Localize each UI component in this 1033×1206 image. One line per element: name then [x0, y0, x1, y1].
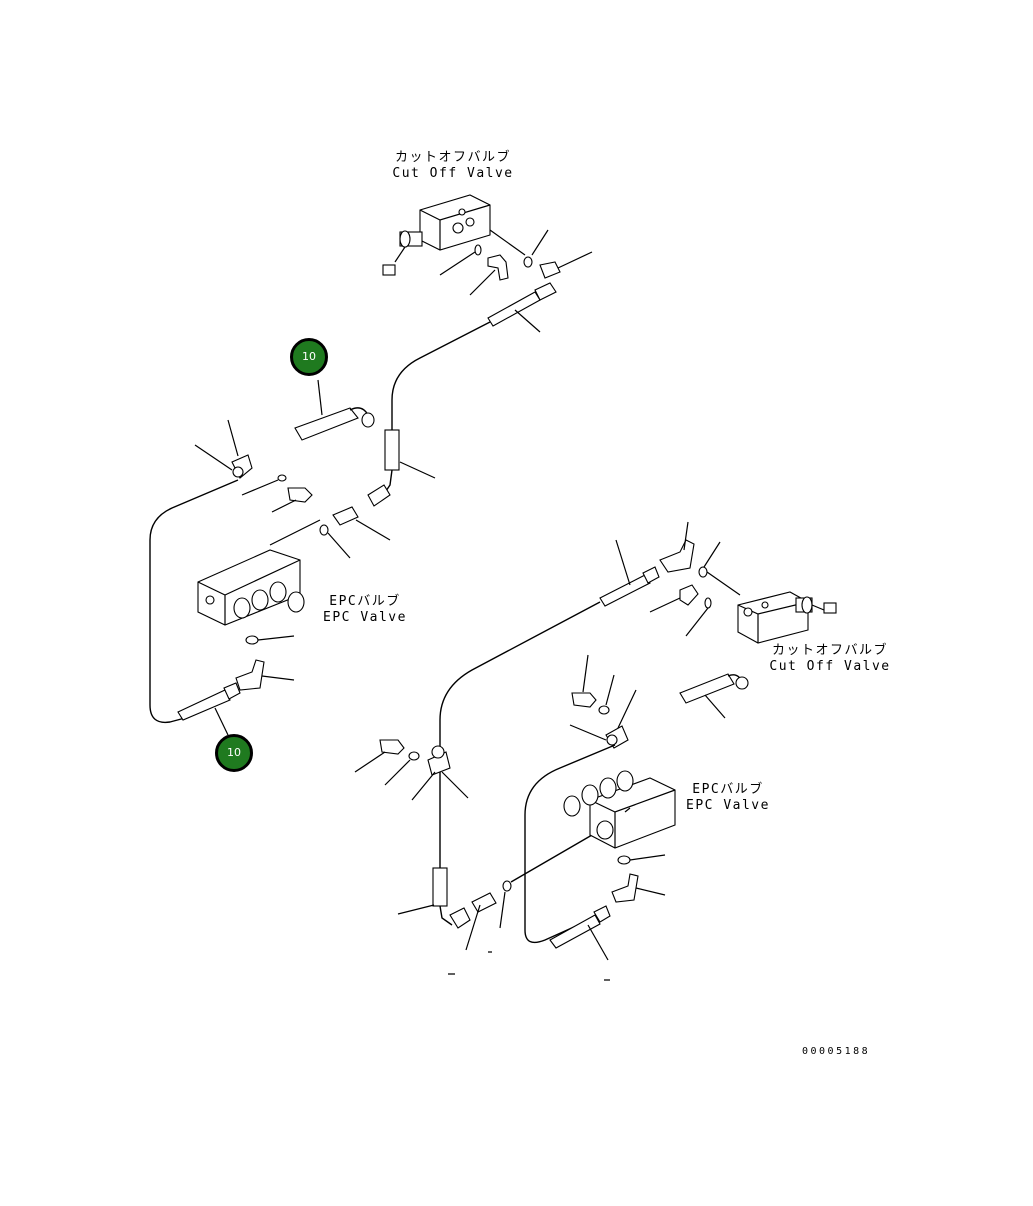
epc-valve-left-label: EPCバルブ EPC Valve: [315, 594, 415, 626]
washer[interactable]: [277, 474, 287, 482]
bolt[interactable]: [287, 487, 313, 503]
hose-right-long[interactable]: [439, 601, 601, 870]
hose-left-loop[interactable]: [149, 479, 239, 724]
o-ring[interactable]: [523, 256, 533, 268]
epc-valve-left-label-en: EPC Valve: [323, 610, 407, 625]
epc-valve-left[interactable]: [197, 519, 321, 626]
hose-fitting[interactable]: [177, 689, 231, 721]
cutoff-valve-right[interactable]: [737, 591, 837, 644]
callout-number: 10: [302, 350, 316, 363]
hose-fitting[interactable]: [487, 291, 541, 327]
bolt[interactable]: [571, 692, 597, 708]
hose-right-loop[interactable]: [524, 744, 616, 944]
o-ring[interactable]: [502, 880, 512, 892]
o-ring[interactable]: [617, 855, 631, 865]
elbow-fitting[interactable]: [235, 659, 265, 691]
cutoff-valve-top-label-en: Cut Off Valve: [392, 166, 514, 181]
callout-10-top[interactable]: 10: [290, 338, 328, 376]
cutoff-valve-top-label-jp: カットオフバルブ: [394, 150, 511, 165]
cutoff-valve-top[interactable]: [382, 194, 491, 276]
epc-valve-right-label-en: EPC Valve: [686, 798, 770, 813]
hose-fitting[interactable]: [599, 574, 651, 607]
elbow-fitting[interactable]: [611, 873, 639, 903]
leader-line: [489, 229, 526, 256]
o-ring[interactable]: [704, 597, 712, 609]
epc-valve-left-label-jp: EPCバルブ: [329, 594, 401, 609]
elbow-fitting[interactable]: [487, 254, 509, 281]
straight-fitting[interactable]: [471, 892, 497, 913]
bolt[interactable]: [379, 739, 405, 755]
washer[interactable]: [598, 705, 610, 715]
straight-fitting[interactable]: [539, 261, 561, 279]
elbow-fitting[interactable]: [679, 584, 699, 606]
o-ring[interactable]: [245, 635, 259, 645]
callout-number: 10: [227, 746, 241, 759]
cutoff-valve-right-label-en: Cut Off Valve: [769, 659, 891, 674]
elbow-hose-fitting[interactable]: [294, 407, 359, 441]
hose-fitting[interactable]: [549, 914, 601, 949]
hose-top-to-left[interactable]: [391, 321, 491, 430]
o-ring[interactable]: [698, 566, 708, 578]
hose-sleeve[interactable]: [384, 429, 400, 471]
callout-10-bottom[interactable]: 10: [215, 734, 253, 772]
drawing-number: 00005188: [802, 1046, 871, 1057]
straight-fitting[interactable]: [332, 506, 359, 526]
o-ring[interactable]: [474, 244, 482, 256]
cutoff-valve-top-label: カットオフバルブ Cut Off Valve: [388, 150, 518, 182]
cutoff-valve-right-label-jp: カットオフバルブ: [771, 643, 888, 658]
hose-sleeve[interactable]: [432, 867, 448, 907]
o-ring[interactable]: [319, 524, 329, 536]
cutoff-valve-right-label: カットオフバルブ Cut Off Valve: [765, 643, 895, 675]
epc-valve-right-label: EPCバルブ EPC Valve: [678, 782, 778, 814]
elbow-hose-fitting[interactable]: [679, 673, 735, 704]
elbow-fitting[interactable]: [659, 539, 695, 573]
epc-valve-right-label-jp: EPCバルブ: [692, 782, 764, 797]
epc-valve-right[interactable]: [563, 770, 676, 849]
washer[interactable]: [408, 751, 420, 761]
